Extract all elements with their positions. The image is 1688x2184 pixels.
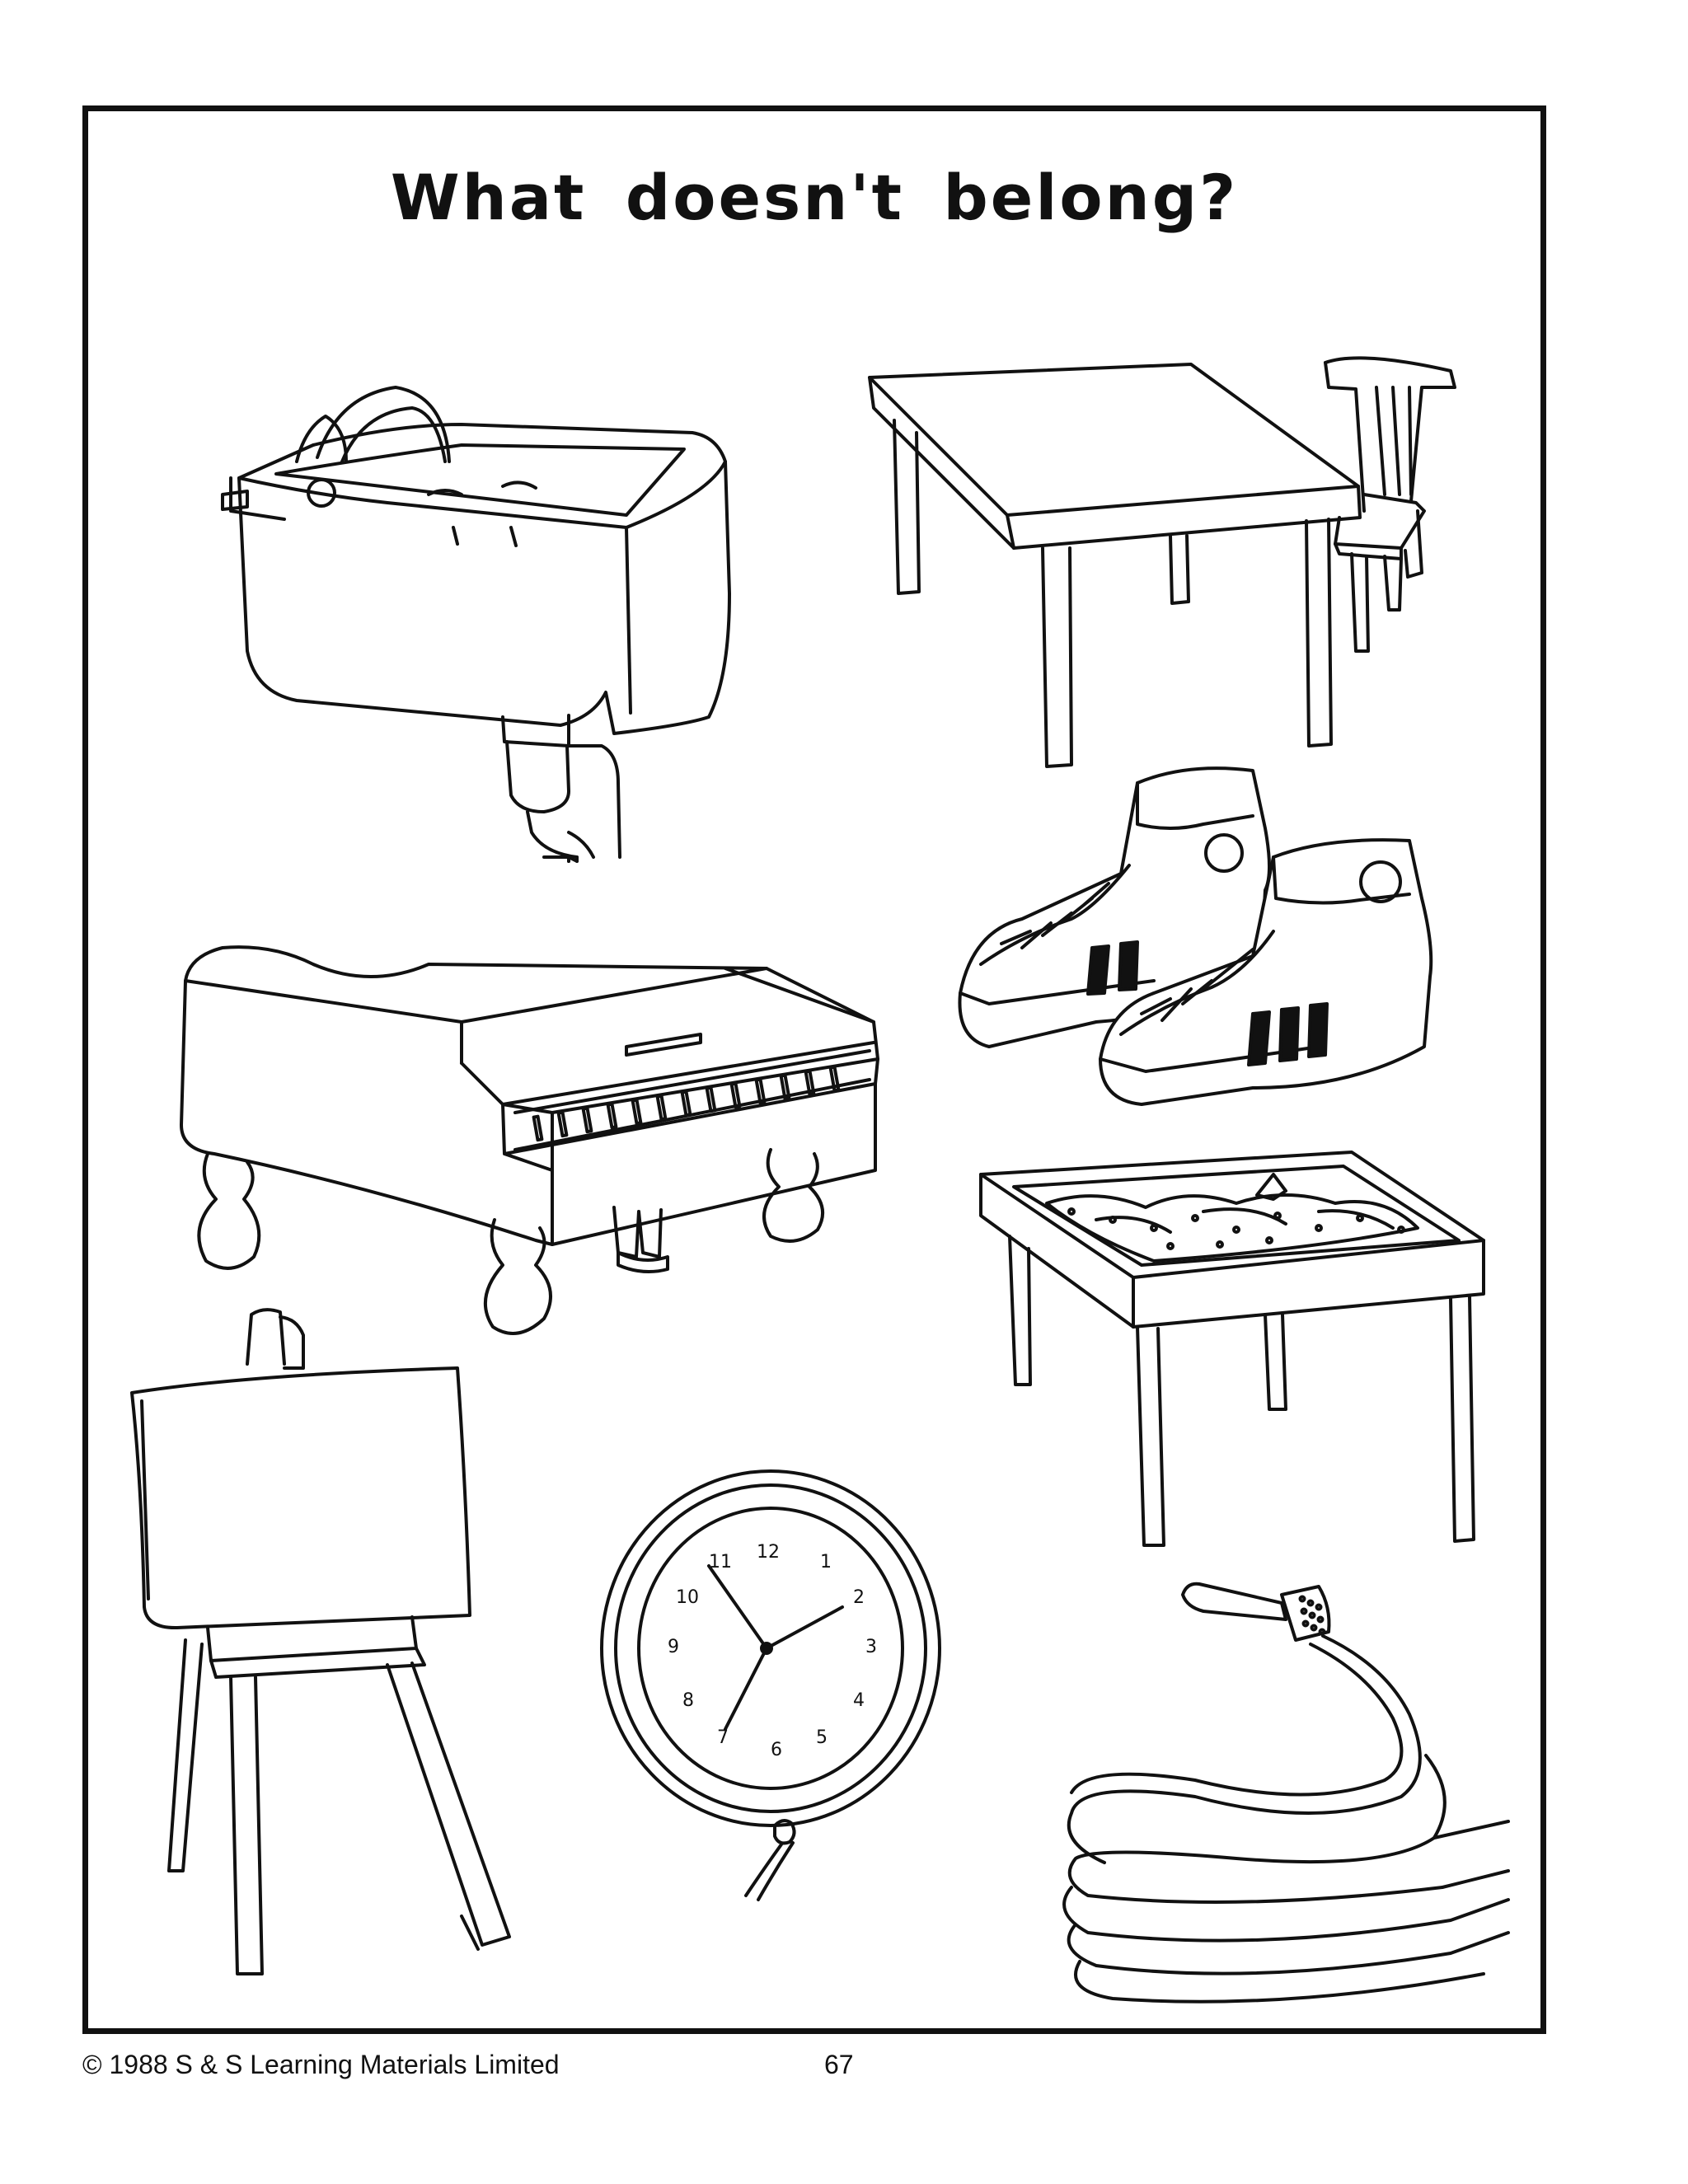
worksheet-border <box>82 105 1546 2034</box>
clock-minute-hand <box>707 1564 768 1650</box>
clock-number-1: 1 <box>820 1552 832 1572</box>
clock-hour-hand <box>765 1605 844 1650</box>
table-and-chair-icon <box>868 356 1456 768</box>
clock-number-10: 10 <box>676 1587 699 1608</box>
sandbox-icon <box>979 1151 1485 1547</box>
sink-icon <box>221 386 731 863</box>
grand-piano-icon <box>180 945 879 1335</box>
worksheet-title: What doesn't belong? <box>390 161 1239 234</box>
clock-number-2: 2 <box>853 1587 865 1608</box>
easel-icon <box>130 1308 511 1975</box>
clock-number-9: 9 <box>668 1637 679 1657</box>
clock-icon: 12 1 2 3 4 5 6 7 8 9 10 11 <box>600 1469 941 1901</box>
garden-hose-icon <box>1062 1582 1510 2004</box>
clock-number-8: 8 <box>682 1690 694 1711</box>
clock-number-5: 5 <box>816 1727 828 1748</box>
clock-number-12: 12 <box>757 1542 780 1563</box>
clock-number-7: 7 <box>717 1727 729 1748</box>
copyright-text: © 1988 S & S Learning Materials Limited <box>82 2050 560 2079</box>
page-number: 67 <box>824 2050 854 2079</box>
sneakers-icon <box>958 766 1433 1106</box>
clock-number-6: 6 <box>771 1740 782 1760</box>
clock-number-4: 4 <box>853 1690 865 1711</box>
clock-number-3: 3 <box>865 1637 877 1657</box>
clock-second-hand <box>724 1647 768 1731</box>
